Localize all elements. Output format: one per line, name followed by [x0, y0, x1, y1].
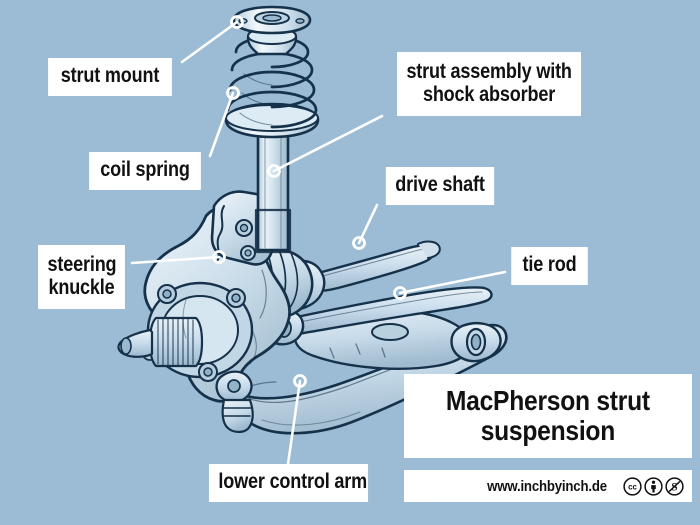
strut-mount-part [232, 5, 312, 35]
cc-by-badge [644, 476, 663, 496]
svg-text:cc: cc [628, 482, 637, 491]
leader-lower-control-arm [286, 379, 302, 466]
footer-bar: www.inchbyinch.de cc S [404, 470, 692, 502]
leader-strut-mount [180, 20, 239, 64]
callout-markers [212, 15, 407, 388]
callout-label-strut-mount: strut mount [48, 58, 172, 96]
marker-lower-control-arm [293, 374, 307, 388]
callout-leaders [130, 20, 507, 466]
marker-tie-rod [393, 286, 407, 300]
licence-badges: cc S [623, 476, 684, 496]
marker-coil-spring [226, 86, 240, 100]
leader-coil-spring [208, 91, 235, 158]
strut-assembly-part [254, 130, 292, 254]
leader-steering-knuckle [130, 255, 221, 265]
title-box: MacPherson strut suspension [404, 374, 692, 458]
callout-label-steering-knuckle: steering knuckle [38, 245, 125, 309]
marker-strut-assembly [267, 164, 281, 178]
callout-label-tie-rod: tie rod [511, 247, 588, 285]
marker-drive-shaft [352, 236, 366, 250]
callout-label-drive-shaft: drive shaft [385, 167, 495, 205]
callout-label-coil-spring: coil spring [89, 152, 201, 190]
callout-label-strut-assembly: strut assembly with shock absorber [396, 52, 582, 116]
page-title: MacPherson strut suspension [446, 385, 650, 446]
coil-spring-part [224, 35, 320, 139]
marker-strut-mount [230, 15, 244, 29]
leader-drive-shaft [357, 203, 379, 245]
site-url: www.inchbyinch.de [487, 477, 607, 495]
cc-badge: cc [623, 476, 642, 496]
leader-tie-rod [398, 270, 507, 295]
callout-label-lower-control-arm: lower control arm [208, 464, 369, 502]
leader-strut-assembly [272, 114, 384, 173]
cc-nc-badge: S [665, 476, 684, 496]
marker-steering-knuckle [212, 250, 226, 264]
